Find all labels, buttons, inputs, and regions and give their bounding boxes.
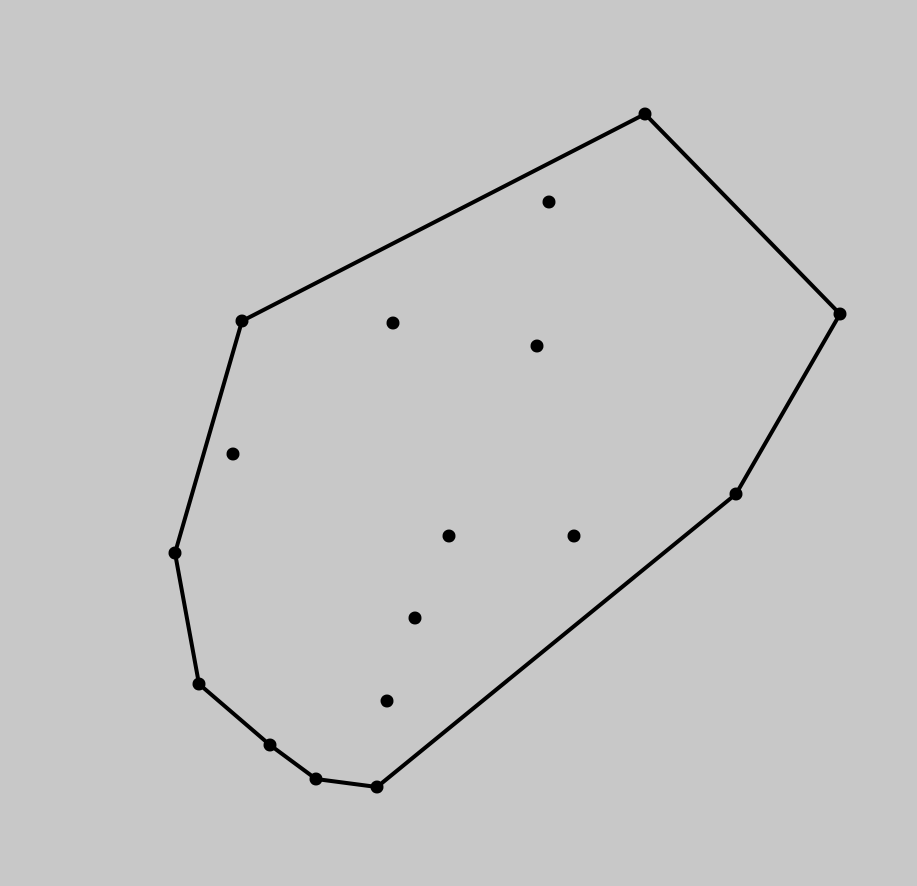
interior-point-3 (530, 339, 544, 353)
interior-point-4 (226, 447, 240, 461)
interior-point-7 (408, 611, 422, 625)
convex-hull-outline (173, 112, 842, 789)
interior-point-6 (567, 529, 581, 543)
hull-vertex-point-4 (370, 780, 384, 794)
interior-points-group (226, 195, 581, 708)
interior-point-1 (542, 195, 556, 209)
hull-vertex-point-9 (235, 314, 249, 328)
hull-vertex-point-3 (729, 487, 743, 501)
hull-vertex-point-6 (263, 738, 277, 752)
interior-point-2 (386, 316, 400, 330)
hull-vertex-point-2 (833, 307, 847, 321)
hull-vertex-point-5 (309, 772, 323, 786)
hull-vertices-group (168, 107, 847, 794)
hull-vertex-point-1 (638, 107, 652, 121)
interior-point-5 (442, 529, 456, 543)
hull-vertex-point-8 (168, 546, 182, 560)
interior-point-8 (380, 694, 394, 708)
hull-vertex-point-7 (192, 677, 206, 691)
